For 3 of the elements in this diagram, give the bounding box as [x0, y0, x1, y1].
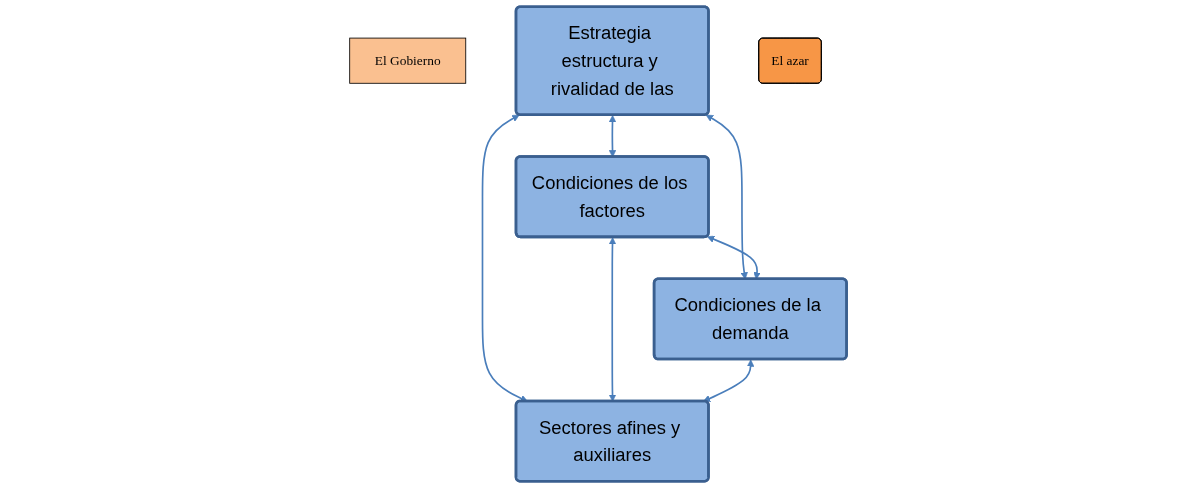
arrow: [703, 359, 755, 402]
arrow: [481, 114, 528, 402]
node-box: El Gobierno: [349, 37, 467, 84]
